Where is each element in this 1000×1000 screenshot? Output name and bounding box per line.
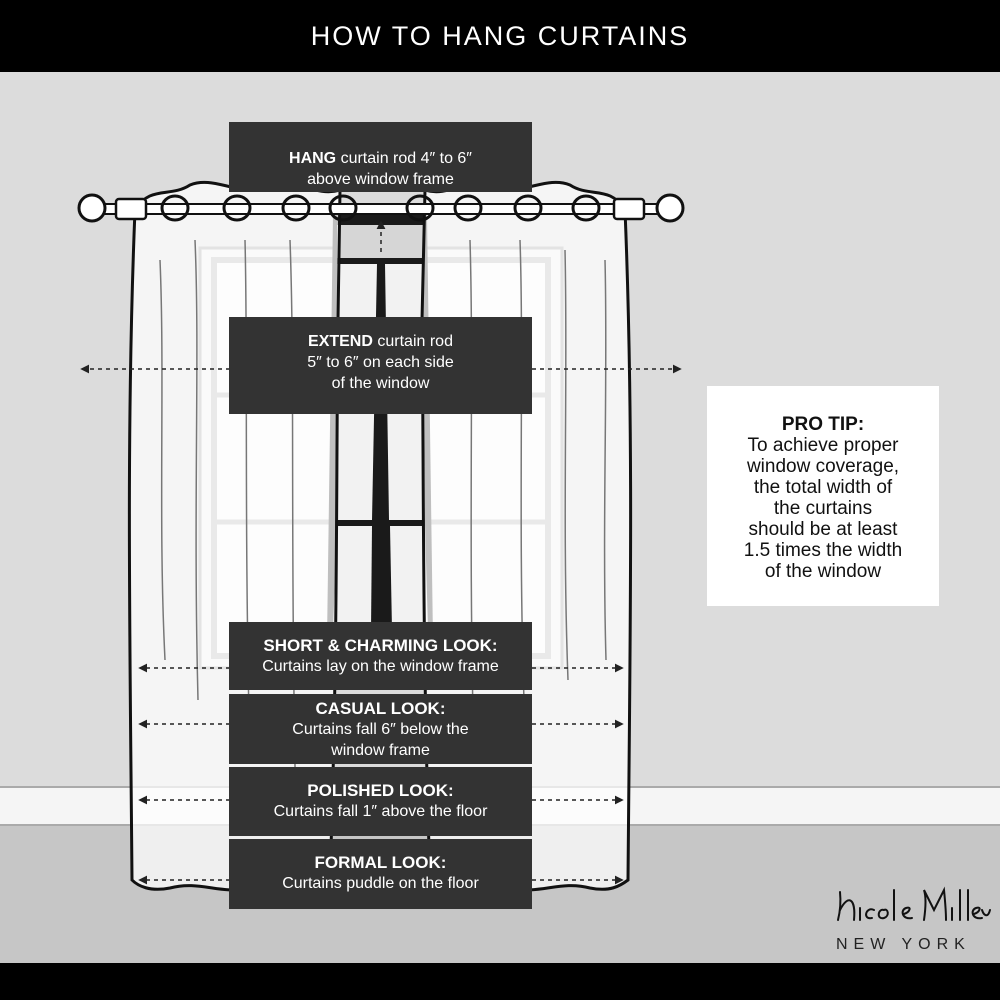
hang-strong: HANG xyxy=(289,150,337,167)
look-title: SHORT & CHARMING LOOK: xyxy=(263,636,498,655)
look-formal: FORMAL LOOK: Curtains puddle on the floo… xyxy=(229,839,532,909)
look-title: CASUAL LOOK: xyxy=(315,699,446,718)
hang-label: HANG curtain rod 4″ to 6″ above window f… xyxy=(229,122,532,192)
header-title: HOW TO HANG CURTAINS xyxy=(0,0,1000,72)
curtain-rod xyxy=(77,193,685,223)
extend-line2: 5″ to 6″ on each side xyxy=(307,354,454,371)
pro-tip-line: of the window xyxy=(764,561,882,582)
look-description: Curtains puddle on the floor xyxy=(282,875,479,892)
look-description-line2: window frame xyxy=(331,742,430,759)
pro-tip-line: the total width of xyxy=(753,477,893,498)
hang-line1: curtain rod 4″ to 6″ xyxy=(336,150,472,167)
look-title: FORMAL LOOK: xyxy=(314,853,447,872)
look-short-charming: SHORT & CHARMING LOOK: Curtains lay on t… xyxy=(229,622,532,690)
pro-tip-line: window coverage, xyxy=(746,456,900,477)
pro-tip-title: PRO TIP: xyxy=(781,414,865,435)
pro-tip-line: To achieve proper xyxy=(747,435,899,456)
look-casual: CASUAL LOOK: Curtains fall 6″ below the … xyxy=(229,694,532,764)
extend-line3: of the window xyxy=(331,375,430,392)
extend-line1: curtain rod xyxy=(372,333,453,350)
brand-signature-logo xyxy=(837,886,991,921)
look-description: Curtains lay on the window frame xyxy=(262,658,499,675)
window-center-gap xyxy=(327,215,433,640)
pro-tip-line: should be at least xyxy=(748,519,898,540)
pro-tip-line: 1.5 times the width xyxy=(743,540,903,561)
curtain-grommets xyxy=(160,194,601,222)
extend-strong: EXTEND xyxy=(308,333,373,350)
footer-bar xyxy=(0,963,1000,1000)
hang-line2: above window frame xyxy=(307,171,454,188)
look-polished: POLISHED LOOK: Curtains fall 1″ above th… xyxy=(229,767,532,836)
pro-tip-box: PRO TIP: To achieve proper window covera… xyxy=(707,386,939,606)
look-description: Curtains fall 1″ above the floor xyxy=(273,803,488,820)
pro-tip-line: the curtains xyxy=(773,498,873,519)
look-title: POLISHED LOOK: xyxy=(307,781,454,800)
look-description: Curtains fall 6″ below the xyxy=(292,721,469,738)
extend-label: EXTEND curtain rod 5″ to 6″ on each side… xyxy=(229,317,532,414)
brand-subtitle: NEW YORK xyxy=(836,936,971,953)
